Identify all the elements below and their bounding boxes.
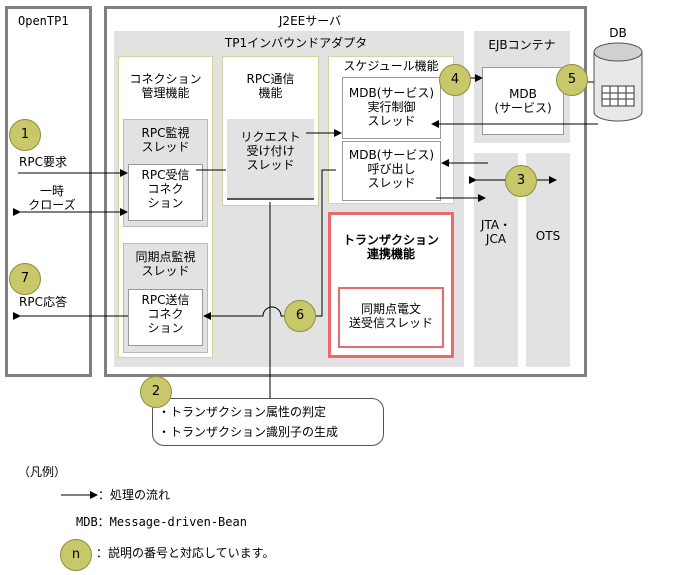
legend-mdb-label: MDB：Message-driven-Bean (76, 515, 247, 529)
note-line-2: ・トランザクション識別子の生成 (158, 425, 339, 439)
connection-title: コネクション 管理機能 (129, 72, 202, 100)
step-marker-2: 2 (140, 376, 172, 408)
step-marker-7: 7 (9, 263, 41, 295)
rpc-response-label: RPC応答 (19, 295, 67, 309)
sync-thread-label: 同期点電文 送受信スレッド (348, 302, 433, 330)
opentp1-frame (5, 6, 92, 377)
j2ee-frame (104, 6, 587, 377)
database-icon (593, 42, 643, 122)
exec-thread-box (342, 77, 441, 139)
request-thread-box (227, 119, 314, 200)
rpc-send-label: RPC送信 コネク ション (141, 293, 190, 335)
rpc-receive-connection (128, 164, 203, 221)
note-line-1: ・トランザクション属性の判定 (158, 405, 327, 419)
legend-flow-label: ：処理の流れ (98, 488, 171, 502)
rpc-receive-label: RPC受信 コネク ション (141, 168, 190, 210)
legend-n-label: ：説明の番号と対応しています。 (96, 546, 275, 560)
schedule-title: スケジュール機能 (343, 59, 439, 73)
legend-title: （凡例） (18, 465, 67, 479)
rpc-send-connection (128, 289, 203, 346)
step-marker-1: 1 (9, 119, 41, 151)
transaction-title: トランザクション 連携機能 (342, 233, 439, 261)
call-thread-label: MDB(サービス) 呼び出し スレッド (348, 148, 435, 190)
rpc-request-label: RPC要求 (19, 155, 67, 169)
j2ee-title: J2EEサーバ (278, 14, 342, 28)
opentp1-title: OpenTP1 (18, 14, 69, 28)
call-thread-box (342, 141, 441, 201)
request-thread-label: リクエスト 受け付け スレッド (240, 130, 301, 172)
temp-close-label: 一時 クローズ (28, 184, 76, 212)
jta-label: JTA・ JCA (480, 218, 512, 246)
adapter-title: TP1インバウンドアダプタ (224, 36, 368, 50)
legend-n-marker: n (60, 539, 92, 571)
mdb-label: MDB (サービス) (494, 87, 552, 115)
step-marker-5: 5 (556, 64, 588, 96)
ots-label: OTS (535, 229, 561, 243)
sync-monitor-label: 同期点監視 スレッド (135, 250, 196, 278)
rpc-monitor-label: RPC監視 スレッド (141, 126, 190, 154)
step-marker-3: 3 (505, 165, 537, 197)
step-marker-4: 4 (439, 64, 471, 96)
sync-thread-box (338, 287, 444, 348)
rpc-comm-title: RPC通信 機能 (246, 72, 295, 100)
step-marker-6: 6 (284, 300, 316, 332)
ejb-title: EJBコンテナ (488, 38, 556, 52)
exec-thread-label: MDB(サービス) 実行制御 スレッド (348, 86, 435, 128)
db-label: DB (609, 26, 627, 40)
note-box (152, 398, 384, 446)
